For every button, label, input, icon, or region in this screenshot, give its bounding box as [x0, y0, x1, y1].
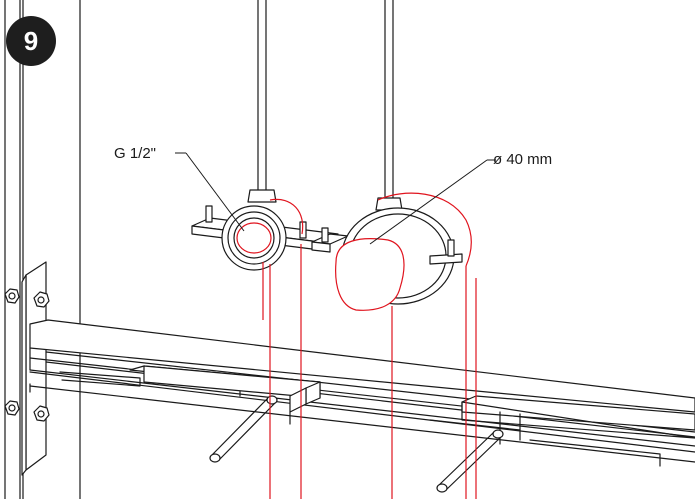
bolt: [4, 400, 20, 416]
pipe-small-highlight: [236, 198, 304, 499]
pipe-clamp-small: [191, 205, 339, 271]
large-pipe-callout: ø 40 mm: [493, 151, 553, 168]
callout-leaders: [175, 152, 496, 245]
step-number-badge: 9: [6, 16, 56, 66]
hanger-rod-left: [247, 0, 277, 203]
threaded-bolt-left: [209, 395, 278, 463]
bolt: [33, 291, 50, 308]
bolt: [4, 288, 20, 304]
mounting-plate: [4, 261, 50, 476]
wall-frame: [4, 0, 81, 499]
pipe-highlight: [236, 192, 477, 499]
bolt: [33, 405, 50, 422]
leader-line-large: [369, 159, 496, 245]
pipe-large-highlight: [335, 192, 477, 499]
small-pipe-callout: G 1/2": [114, 145, 157, 162]
hanger-rod-right: [375, 0, 403, 211]
rail-clamp-left: [129, 365, 321, 425]
mounting-rail: [29, 319, 695, 467]
step-number: 9: [23, 25, 39, 56]
leader-line-small: [175, 152, 245, 232]
